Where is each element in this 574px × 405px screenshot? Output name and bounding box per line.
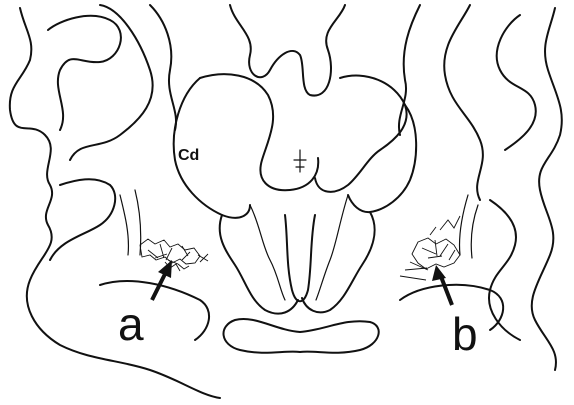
left-gyrus-1 xyxy=(48,16,121,130)
midline-gyri xyxy=(230,5,345,96)
right-thalamic-line xyxy=(316,195,348,300)
arrow-a xyxy=(152,260,172,300)
left-gyrus-3 xyxy=(150,5,176,130)
temporal-left xyxy=(100,281,209,340)
right-ventricle-wall xyxy=(315,76,407,192)
left-thalamic-line xyxy=(250,205,285,300)
lower-midline xyxy=(224,319,379,353)
right-cortex-outline xyxy=(532,8,562,370)
label-a: a xyxy=(118,298,144,350)
right-insula xyxy=(459,195,478,258)
septum xyxy=(294,150,306,172)
left-gyrus-2 xyxy=(70,5,153,160)
label-b: b xyxy=(452,308,478,360)
right-gyrus-1 xyxy=(497,15,536,150)
right-lesion-cluster xyxy=(400,216,460,280)
left-lesion-cluster xyxy=(140,239,208,271)
right-gyrus-4 xyxy=(489,200,520,340)
left-gyrus-4 xyxy=(50,179,115,260)
caudate-label: Cd xyxy=(178,147,199,164)
left-ventricle-wall xyxy=(200,74,318,190)
right-gyrus-2 xyxy=(444,5,483,200)
right-gyrus-3 xyxy=(399,5,420,135)
left-insula xyxy=(120,190,141,255)
third-ventricle xyxy=(285,215,315,301)
